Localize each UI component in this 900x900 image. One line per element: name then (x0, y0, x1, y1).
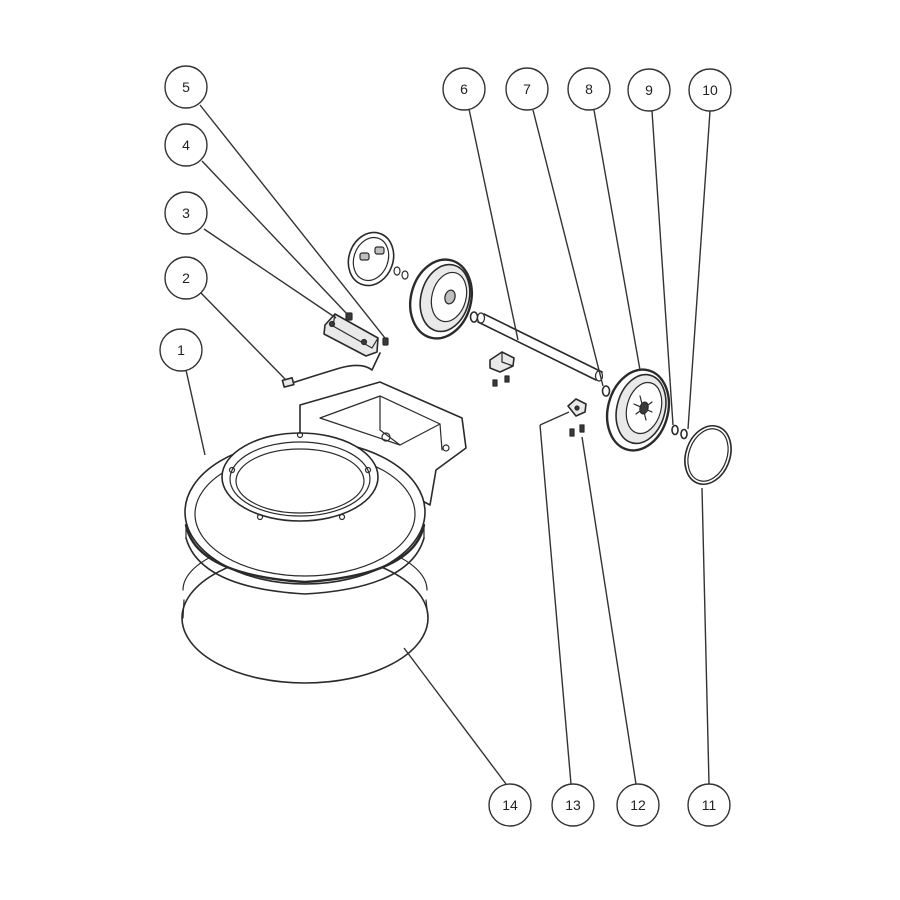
callout-1-label: 1 (177, 342, 185, 358)
callout-10-label: 10 (702, 82, 718, 98)
callout-8: 8 (567, 67, 611, 111)
callout-13-circle (551, 783, 595, 827)
callout-1: 1 (159, 328, 203, 372)
part-screws-12 (569, 424, 585, 437)
part-axle-bracket (489, 351, 515, 387)
callout-12-label: 12 (630, 797, 646, 813)
callout-12-circle (616, 783, 660, 827)
part-hub-cap (347, 231, 395, 287)
callout-14-circle (488, 783, 532, 827)
part-wheel-left (409, 258, 473, 340)
part-washers-left (393, 266, 409, 280)
callout-7-circle (505, 67, 549, 111)
part-washer-7 (601, 385, 611, 397)
callout-10: 10 (688, 68, 732, 112)
callout-8-circle (567, 67, 611, 111)
part-clip (567, 398, 587, 417)
part-washer-9 (671, 424, 679, 436)
part-bracket (323, 313, 379, 357)
part-outer-ring (684, 425, 732, 485)
callout-11: 11 (687, 783, 731, 827)
part-washer-10 (680, 428, 688, 440)
callout-5-circle (164, 65, 208, 109)
part-wheel-right (605, 368, 671, 452)
callout-4-label: 4 (182, 137, 190, 153)
callout-14: 14 (488, 783, 532, 827)
callout-3-label: 3 (182, 205, 190, 221)
callout-3-circle (164, 191, 208, 235)
callout-2-circle (164, 256, 208, 300)
callout-6: 6 (442, 67, 486, 111)
callout-8-label: 8 (585, 81, 593, 97)
callout-5-label: 5 (182, 79, 190, 95)
callout-6-label: 6 (460, 81, 468, 97)
callout-12: 12 (616, 783, 660, 827)
callout-9: 9 (627, 68, 671, 112)
callout-7-label: 7 (523, 81, 531, 97)
callout-1-circle (159, 328, 203, 372)
part-cable (281, 352, 381, 388)
callout-10-circle (688, 68, 732, 112)
callout-11-circle (687, 783, 731, 827)
callout-2: 2 (164, 256, 208, 300)
part-screw-5 (382, 337, 389, 346)
callout-7: 7 (505, 67, 549, 111)
callout-13-label: 13 (565, 797, 581, 813)
callout-9-label: 9 (645, 82, 653, 98)
leader-lines (185, 104, 711, 785)
callout-2-label: 2 (182, 270, 190, 286)
callout-9-circle (627, 68, 671, 112)
callout-11-label: 11 (702, 797, 717, 813)
callout-13: 13 (551, 783, 595, 827)
callout-6-circle (442, 67, 486, 111)
callout-3: 3 (164, 191, 208, 235)
callout-14-label: 14 (502, 797, 518, 813)
callout-4-circle (164, 123, 208, 167)
part-washer-left-wheel (469, 311, 479, 323)
callout-4: 4 (164, 123, 208, 167)
callout-5: 5 (164, 65, 208, 109)
part-main-housing (184, 381, 467, 595)
